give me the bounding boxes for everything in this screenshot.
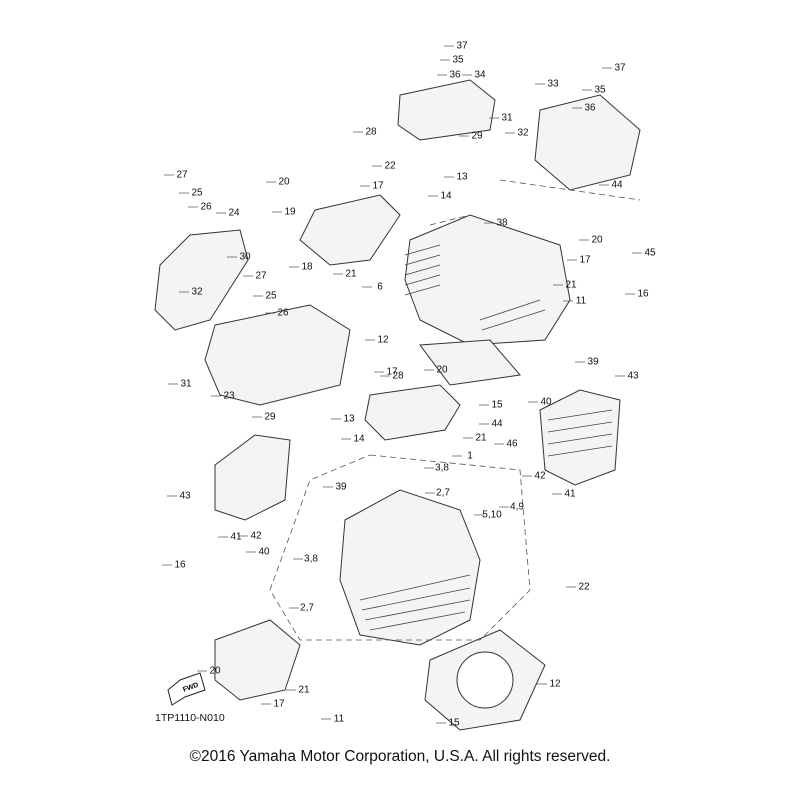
callout-3-8[interactable]: 3,8 (435, 462, 449, 474)
callout-15[interactable]: 15 (448, 717, 460, 729)
callout-38[interactable]: 38 (496, 217, 508, 229)
callout-12[interactable]: 12 (549, 678, 561, 690)
callout-26[interactable]: 26 (277, 307, 289, 319)
callout-43[interactable]: 43 (179, 490, 191, 502)
callout-30[interactable]: 30 (239, 251, 251, 263)
cylinder-cover-left (204, 304, 351, 406)
callout-16[interactable]: 16 (637, 288, 649, 300)
callout-11[interactable]: 11 (575, 295, 587, 307)
callout-46[interactable]: 46 (506, 438, 518, 450)
callout-14[interactable]: 14 (353, 433, 365, 445)
leader-lines (162, 45, 642, 724)
callout-2-7[interactable]: 2,7 (436, 487, 450, 499)
callout-28[interactable]: 28 (392, 370, 404, 382)
callout-35[interactable]: 35 (594, 84, 606, 96)
callout-41[interactable]: 41 (564, 488, 576, 500)
callout-13[interactable]: 13 (456, 171, 468, 183)
callout-31[interactable]: 31 (180, 378, 192, 390)
callout-11[interactable]: 11 (333, 713, 345, 725)
callout-17[interactable]: 17 (579, 254, 591, 266)
callout-39[interactable]: 39 (335, 481, 347, 493)
callout-23[interactable]: 23 (223, 390, 235, 402)
right-cover-fins (547, 409, 613, 457)
callout-12[interactable]: 12 (377, 334, 389, 346)
callout-37[interactable]: 37 (614, 62, 626, 74)
callout-42[interactable]: 42 (534, 470, 546, 482)
callout-39[interactable]: 39 (587, 356, 599, 368)
callout-13[interactable]: 13 (343, 413, 355, 425)
callout-36[interactable]: 36 (449, 69, 461, 81)
callout-25[interactable]: 25 (265, 290, 277, 302)
head-gasket-rear (419, 339, 521, 386)
callout-20[interactable]: 20 (591, 234, 603, 246)
callout-3-8[interactable]: 3,8 (304, 553, 318, 565)
callout-29[interactable]: 29 (471, 130, 483, 142)
callout-36[interactable]: 36 (584, 102, 596, 114)
callout-42[interactable]: 42 (250, 530, 262, 542)
cylinder-cover-front-left (214, 434, 291, 521)
callout-6[interactable]: 6 (377, 281, 383, 293)
rocker-cover-upper-front (397, 79, 496, 141)
fwd-arrow-icon: FWD (167, 672, 206, 706)
copyright-notice: ©2016 Yamaha Motor Corporation, U.S.A. A… (189, 748, 611, 765)
diagram-part-code: 1TP1110-N010 (155, 712, 225, 724)
head-cover-lower (214, 619, 301, 701)
cylinder-cover-right (539, 389, 621, 486)
rocker-cover-upper-rear (534, 94, 641, 191)
callout-37[interactable]: 37 (456, 40, 468, 52)
callout-20[interactable]: 20 (209, 665, 221, 677)
front-head-fins (359, 574, 471, 631)
callout-17[interactable]: 17 (372, 180, 384, 192)
head-cover-left (299, 194, 401, 266)
callout-20[interactable]: 20 (436, 364, 448, 376)
callout-14[interactable]: 14 (440, 190, 452, 202)
callout-19[interactable]: 19 (284, 206, 296, 218)
callout-43[interactable]: 43 (627, 370, 639, 382)
assembly-line (429, 179, 641, 226)
rear-head-fins (404, 244, 546, 331)
callout-28[interactable]: 28 (365, 126, 377, 138)
callout-21[interactable]: 21 (298, 684, 310, 696)
callout-17[interactable]: 17 (273, 698, 285, 710)
callout-4-9[interactable]: 4,9 (510, 501, 524, 513)
callout-17[interactable]: 17 (386, 366, 398, 378)
callout-22[interactable]: 22 (578, 581, 590, 593)
callout-33[interactable]: 33 (547, 78, 559, 90)
assembly-line (269, 454, 531, 641)
callout-15[interactable]: 15 (491, 399, 503, 411)
callout-44[interactable]: 44 (611, 179, 623, 191)
head-cover-mid (364, 384, 461, 441)
callout-32[interactable]: 32 (517, 127, 529, 139)
callout-1[interactable]: 1 (467, 450, 473, 462)
callout-45[interactable]: 45 (644, 247, 656, 259)
cylinder-head-rear (404, 214, 571, 346)
callout-40[interactable]: 40 (258, 546, 270, 558)
callout-44[interactable]: 44 (491, 418, 503, 430)
callout-18[interactable]: 18 (301, 261, 313, 273)
callout-27[interactable]: 27 (255, 270, 267, 282)
callout-5-10[interactable]: 5,10 (482, 509, 502, 521)
callout-26[interactable]: 26 (200, 201, 212, 213)
side-cover-left (154, 229, 249, 331)
callout-31[interactable]: 31 (501, 112, 513, 124)
callout-25[interactable]: 25 (191, 187, 203, 199)
cylinder-head-front (339, 489, 481, 646)
callout-21[interactable]: 21 (475, 432, 487, 444)
callout-22[interactable]: 22 (384, 160, 396, 172)
callout-24[interactable]: 24 (228, 207, 240, 219)
callout-34[interactable]: 34 (474, 69, 486, 81)
callout-41[interactable]: 41 (230, 531, 242, 543)
callout-32[interactable]: 32 (191, 286, 203, 298)
callout-16[interactable]: 16 (174, 559, 186, 571)
callout-2-7[interactable]: 2,7 (300, 602, 314, 614)
callout-27[interactable]: 27 (176, 169, 188, 181)
callout-21[interactable]: 21 (345, 268, 357, 280)
callout-20[interactable]: 20 (278, 176, 290, 188)
callout-35[interactable]: 35 (452, 54, 464, 66)
callout-21[interactable]: 21 (565, 279, 577, 291)
callout-40[interactable]: 40 (540, 396, 552, 408)
callout-29[interactable]: 29 (264, 411, 276, 423)
